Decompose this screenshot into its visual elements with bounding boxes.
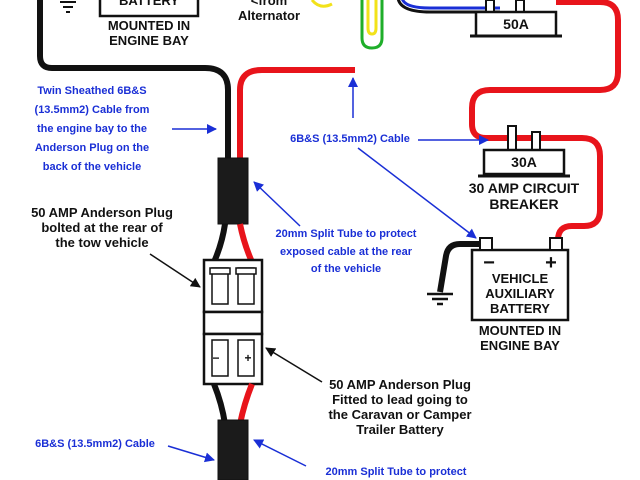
alternator-wiring bbox=[310, 0, 500, 50]
aux-plus-sign: + bbox=[545, 252, 557, 274]
twin-cable-label: Twin Sheathed 6B&S (13.5mm2) Cable from … bbox=[10, 82, 174, 177]
split-tube-upper bbox=[217, 157, 249, 225]
split-tube-line-2: exposed cable at the rear bbox=[279, 245, 413, 258]
breaker-line-1: 30 AMP CIRCUIT bbox=[468, 180, 580, 196]
anderson-lead-line-3: the Caravan or Camper bbox=[328, 406, 472, 422]
plug-plus-sign: + bbox=[244, 351, 252, 365]
aux-mount-label: MOUNTED IN ENGINE BAY bbox=[458, 323, 582, 354]
battery-top-mount-label: MOUNTED IN ENGINE BAY bbox=[92, 18, 206, 49]
arrow-anderson-lead bbox=[265, 347, 323, 383]
battery-top-line-1: BATTERY bbox=[119, 0, 179, 8]
aux-line-3: BATTERY bbox=[490, 300, 550, 316]
twin-cable-line-5: back of the vehicle bbox=[42, 160, 142, 173]
auxiliary-battery bbox=[427, 237, 570, 322]
split-tube-line-1: 20mm Split Tube to protect bbox=[275, 228, 417, 240]
battery-top-label: BATTERY bbox=[100, 0, 198, 9]
cable-6bs-right-label: 6B&S (13.5mm2) Cable bbox=[290, 133, 410, 145]
circuit-breaker-30a bbox=[478, 125, 570, 178]
anderson-rear-line-3: the tow vehicle bbox=[55, 234, 149, 250]
aux-line-2: AUXILIARY bbox=[485, 285, 555, 301]
battery-top-line-2: MOUNTED IN bbox=[107, 18, 191, 33]
aux-line-1: VEHICLE bbox=[491, 271, 549, 286]
aux-minus-sign: − bbox=[483, 252, 495, 274]
arrow-split-tube bbox=[253, 181, 301, 227]
anderson-plug bbox=[202, 258, 264, 386]
anderson-lead-label: 50 AMP Anderson Plug Fitted to lead goin… bbox=[312, 377, 488, 438]
fuse-50a-label: 50A bbox=[503, 16, 529, 32]
arrow-6bs-battery bbox=[357, 147, 477, 239]
twin-cable-line-4: Anderson Plug on the bbox=[34, 141, 150, 154]
anderson-lead-line-4: Trailer Battery bbox=[356, 421, 444, 437]
battery-top-line-3: ENGINE BAY bbox=[109, 32, 189, 48]
split-tube-lower bbox=[217, 419, 249, 480]
split-tube-label: 20mm Split Tube to protect exposed cable… bbox=[252, 226, 440, 279]
breaker-line-2: BREAKER bbox=[489, 196, 559, 213]
anderson-lead-line-2: Fitted to lead going to bbox=[332, 391, 468, 407]
breaker-loop-wire bbox=[469, 0, 621, 241]
twin-cable-line-1: Twin Sheathed 6B&S bbox=[37, 85, 147, 97]
anderson-lead-line-1: 50 AMP Anderson Plug bbox=[329, 377, 471, 392]
twin-cable-positive bbox=[237, 67, 355, 160]
breaker-30a-label: 30A bbox=[511, 154, 537, 170]
aux-battery-label: VEHICLE AUXILIARY BATTERY bbox=[472, 271, 568, 317]
anderson-rear-label: 50 AMP Anderson Plug bolted at the rear … bbox=[14, 205, 190, 251]
twin-cable-line-2: (13.5mm2) Cable from bbox=[34, 103, 150, 116]
breaker-caption: 30 AMP CIRCUIT BREAKER bbox=[456, 180, 592, 212]
alternator-line-2: Alternator bbox=[237, 7, 301, 23]
engine-bay-battery bbox=[60, 0, 200, 18]
twin-cable-negative bbox=[37, 0, 231, 160]
split-tube-bottom-label: 20mm Split Tube to protect bbox=[325, 466, 467, 478]
cable-6bs-bottom-label: 6B&S (13.5mm2) Cable bbox=[35, 438, 155, 450]
arrow-6bs-bottom bbox=[167, 445, 215, 463]
aux-mount-line-2: ENGINE BAY bbox=[480, 337, 560, 353]
twin-cable-line-3: the engine bay to the bbox=[36, 122, 147, 135]
aux-mount-line-1: MOUNTED IN bbox=[478, 323, 562, 338]
anderson-rear-line-2: bolted at the rear of bbox=[41, 219, 163, 235]
arrow-anderson-rear bbox=[149, 253, 201, 288]
anderson-rear-line-1: 50 AMP Anderson Plug bbox=[31, 205, 173, 220]
plug-minus-sign: − bbox=[212, 351, 220, 365]
arrow-split-tube-bottom bbox=[253, 439, 307, 467]
split-tube-line-3: of the vehicle bbox=[310, 263, 382, 276]
fuse-50a bbox=[470, 0, 562, 38]
alternator-line-1: <from bbox=[250, 0, 288, 8]
alternator-label: <from Alternator bbox=[222, 0, 316, 24]
